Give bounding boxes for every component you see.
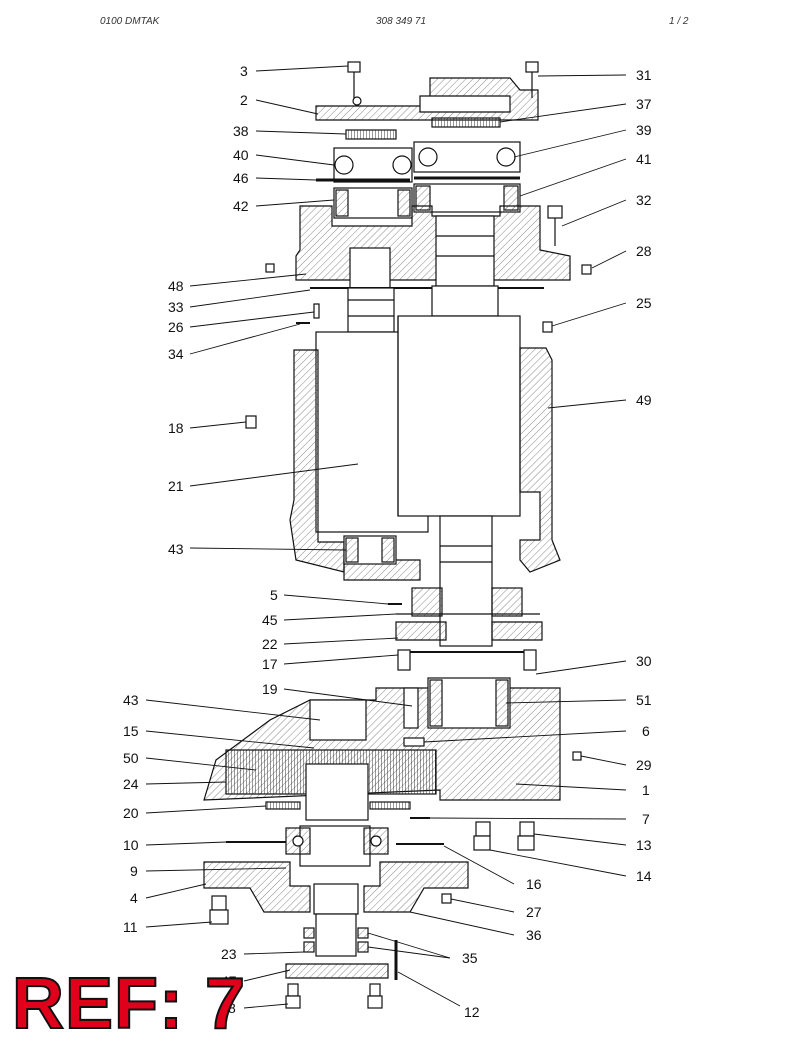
- callout-label: 23: [221, 946, 237, 962]
- callout-label: 51: [636, 692, 652, 708]
- callout-label: 12: [464, 1004, 480, 1020]
- callout-label: 34: [168, 346, 184, 362]
- reference-badge: REF: 7: [11, 964, 247, 1044]
- callout-label: 28: [636, 243, 652, 259]
- callout-label: 4: [130, 890, 138, 906]
- callout-label: 25: [636, 295, 652, 311]
- callout-label: 35: [462, 950, 478, 966]
- callout-labels-left: 3 2 38 40 46 42 48 33 26 34 18 21 43 5 4…: [123, 63, 278, 1016]
- callout-label: 2: [240, 92, 248, 108]
- callout-label: 46: [233, 170, 249, 186]
- callout-label: 30: [636, 653, 652, 669]
- callout-label: 8: [228, 1000, 236, 1016]
- callout-label: 16: [526, 876, 542, 892]
- callout-label: 43: [123, 692, 139, 708]
- callout-label: 22: [262, 636, 278, 652]
- callout-label: 20: [123, 805, 139, 821]
- callout-label: 41: [636, 151, 652, 167]
- callout-label: 7: [642, 811, 650, 827]
- callout-label: 26: [168, 319, 184, 335]
- callout-label: 15: [123, 723, 139, 739]
- callout-label: 37: [636, 96, 652, 112]
- callout-label: 47: [221, 973, 237, 989]
- callout-label: 13: [636, 837, 652, 853]
- callout-label: 50: [123, 750, 139, 766]
- header-doc-code: 0100 DMTAK: [100, 16, 160, 27]
- callout-label: 19: [262, 681, 278, 697]
- callout-label: 21: [168, 478, 184, 494]
- callout-label: 9: [130, 863, 138, 879]
- header-part-number: 308 349 71: [376, 16, 427, 27]
- callout-labels-right: 31 37 39 41 32 28 25 49 30 51 6 29 1 7 1…: [462, 67, 652, 1020]
- callout-label: 39: [636, 122, 652, 138]
- leader-lines: [145, 65, 627, 1009]
- header-page-number: 1 / 2: [669, 16, 689, 27]
- callout-label: 3: [240, 63, 248, 79]
- callout-label: 6: [642, 723, 650, 739]
- callout-label: 5: [270, 587, 278, 603]
- callout-label: 14: [636, 868, 652, 884]
- callout-label: 48: [168, 278, 184, 294]
- callout-label: 1: [642, 782, 650, 798]
- callout-label: 42: [233, 198, 249, 214]
- callout-label: 27: [526, 904, 542, 920]
- callout-label: 31: [636, 67, 652, 83]
- callout-label: 32: [636, 192, 652, 208]
- callout-label: 40: [233, 147, 249, 163]
- part-drawings: [203, 61, 592, 1009]
- callout-label: 17: [262, 656, 278, 672]
- callout-label: 33: [168, 299, 184, 315]
- callout-label: 49: [636, 392, 652, 408]
- callout-label: 45: [262, 612, 278, 628]
- callout-label: 11: [123, 919, 138, 935]
- callout-label: 24: [123, 776, 139, 792]
- callout-label: 29: [636, 757, 652, 773]
- callout-label: 38: [233, 123, 249, 139]
- callout-label: 10: [123, 837, 139, 853]
- callout-label: 43: [168, 541, 184, 557]
- callout-label: 36: [526, 927, 542, 943]
- callout-label: 18: [168, 420, 184, 436]
